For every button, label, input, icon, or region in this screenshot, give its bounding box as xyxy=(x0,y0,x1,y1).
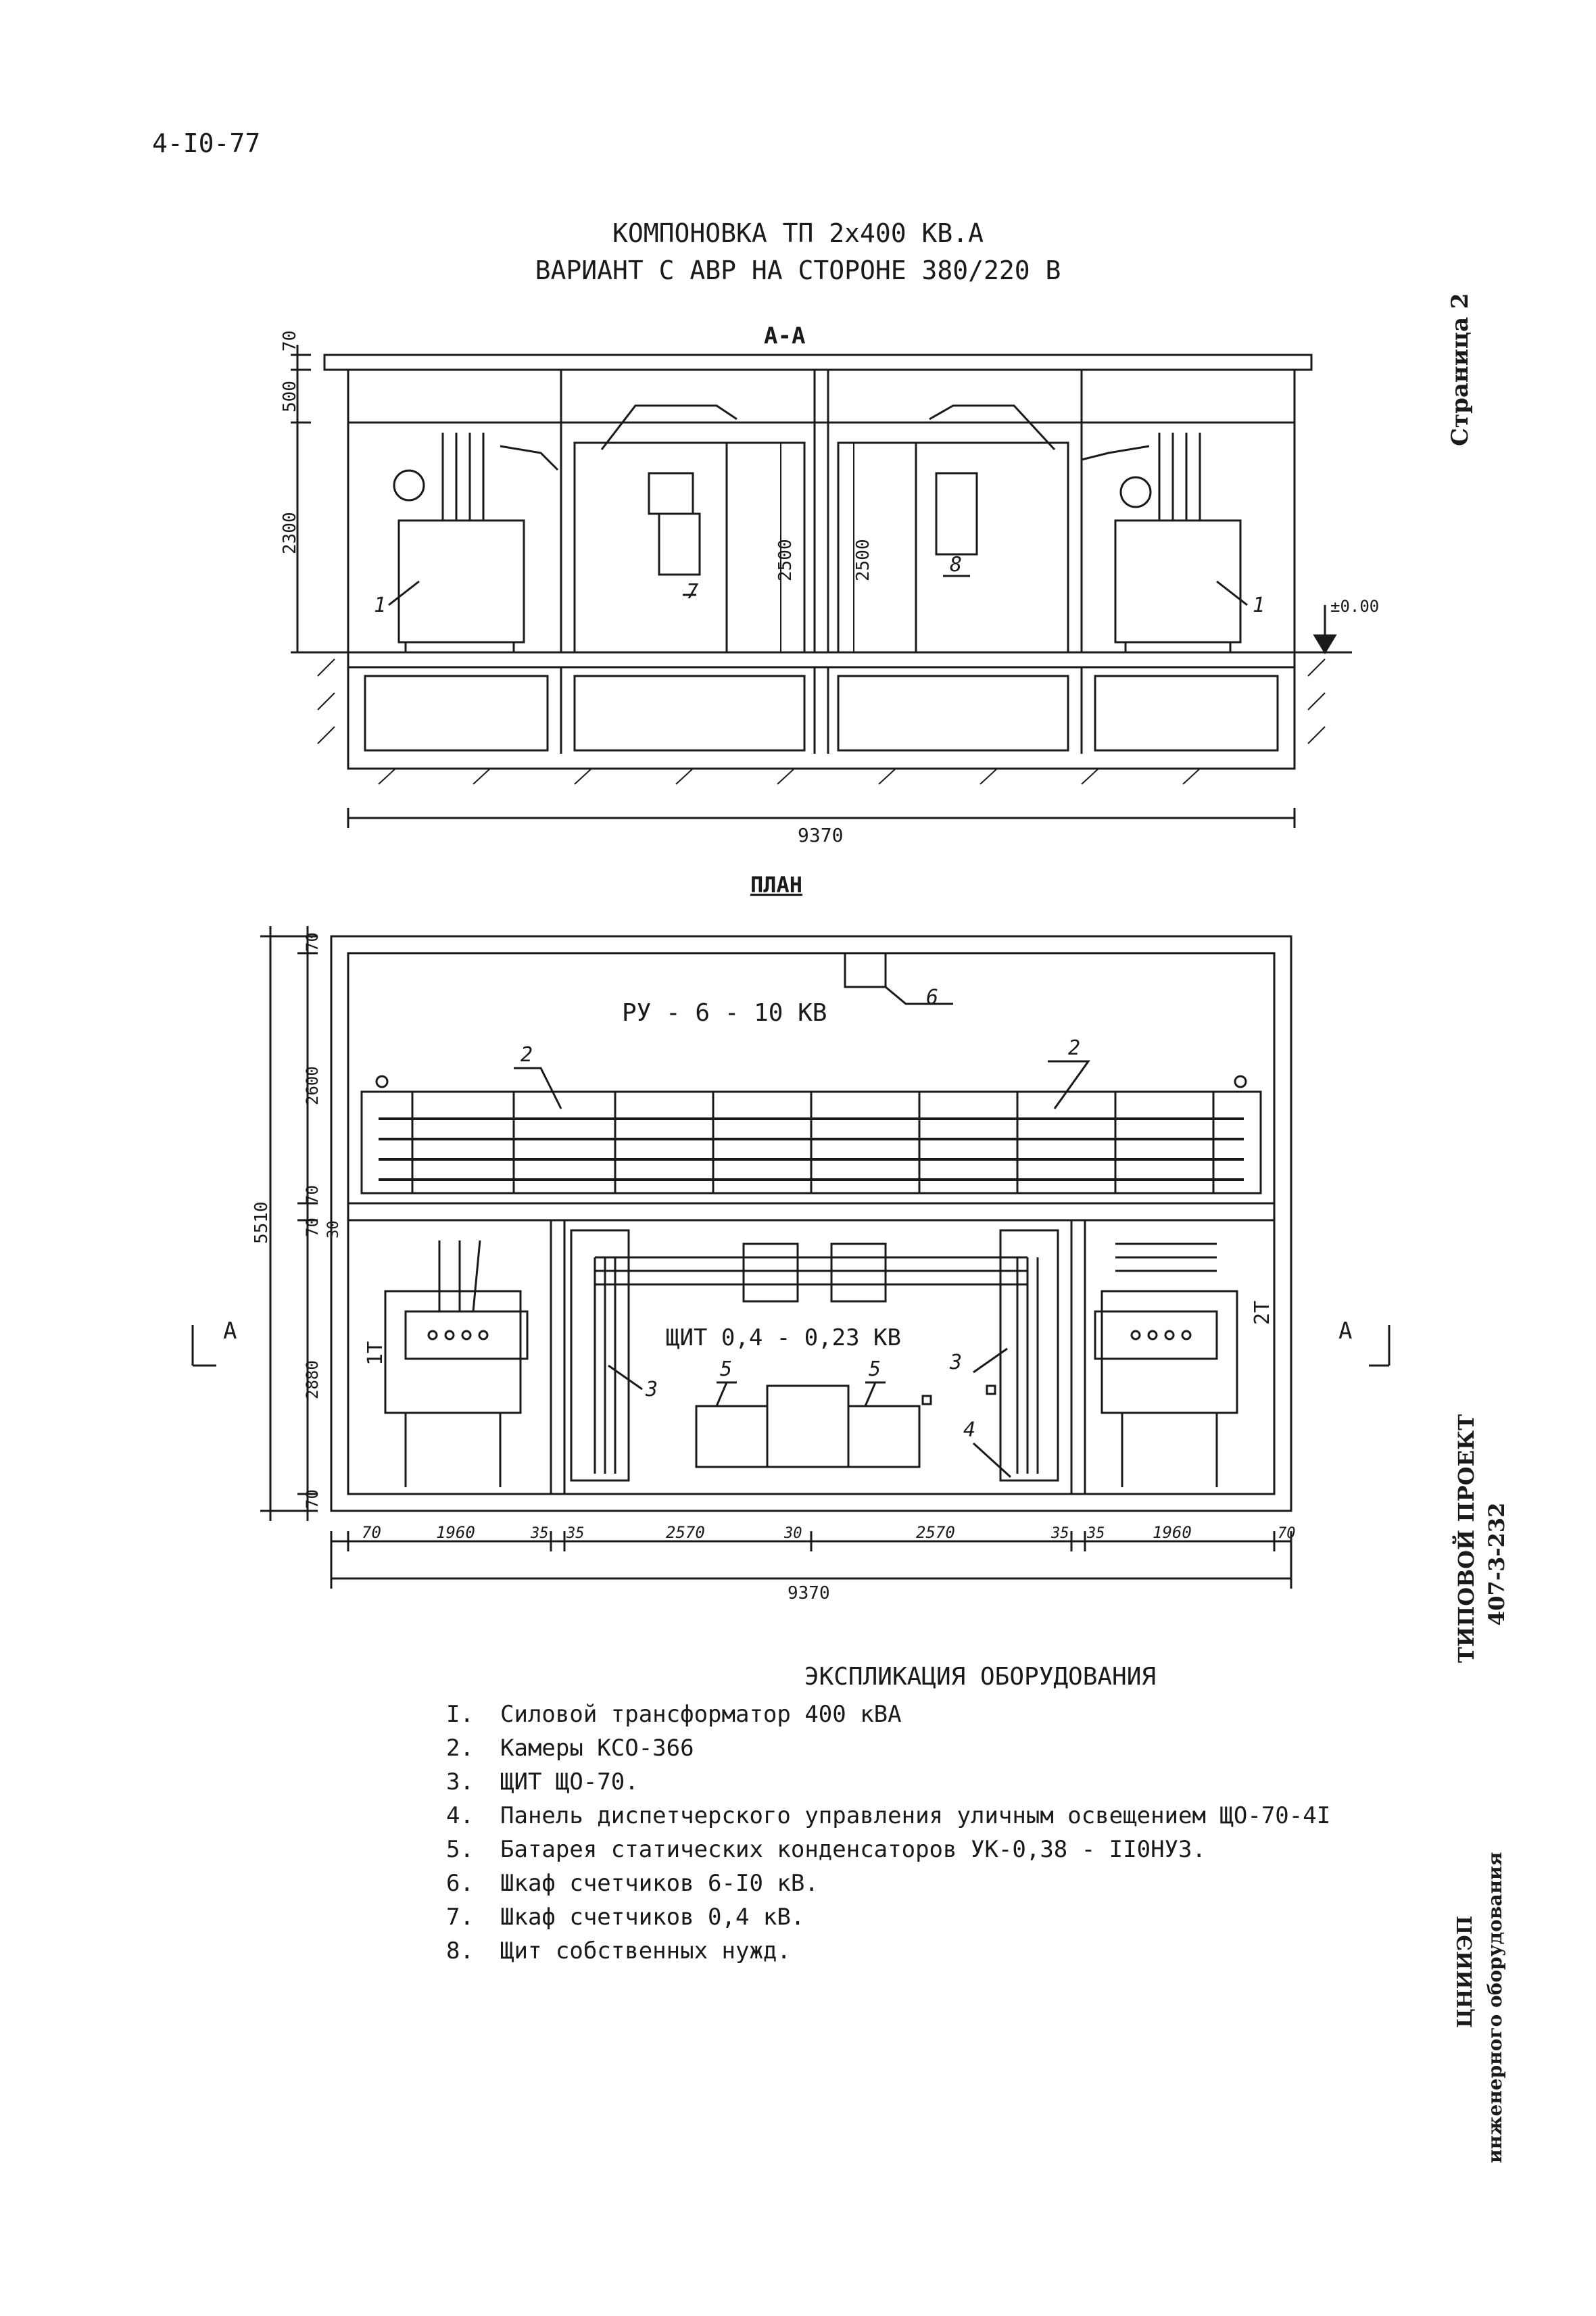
legend-item: 4.Панель диспетчерского управления уличн… xyxy=(446,1802,1331,1829)
plan-dim-total-height: 5510 xyxy=(251,1201,272,1244)
callout-plan-5b: 5 xyxy=(869,1357,881,1381)
cabinet-block-left xyxy=(573,404,806,654)
cabinet-block-right xyxy=(837,404,1069,654)
callout-section-1a: 1 xyxy=(374,594,386,617)
plan-dim-h3: 35 xyxy=(530,1525,549,1542)
plan-dim-h6: 30 xyxy=(783,1525,802,1542)
drawing-subtitle: ВАРИАНТ С АВР НА СТОРОНЕ 380/220 В xyxy=(535,256,1061,285)
plan-dim-v7: 70 xyxy=(303,1489,322,1509)
section-marker-left: А xyxy=(223,1318,237,1345)
legend-item: 5.Батарея статических конденсаторов УК-0… xyxy=(446,1836,1206,1863)
plan-dim-v3: 70 xyxy=(303,1185,322,1205)
dim-width: 9370 xyxy=(798,824,843,846)
dim-cab1: 2500 xyxy=(775,539,796,581)
section-marker-right: А xyxy=(1338,1318,1352,1345)
transformer-left xyxy=(393,433,559,652)
capacitor-banks xyxy=(695,1384,921,1468)
dim-cab2: 2500 xyxy=(853,539,873,581)
plan-dim-h7: 2570 xyxy=(916,1523,955,1542)
legend-item: 3.ЩИТ ЩО-70. xyxy=(446,1768,639,1795)
section-drawing: А-А xyxy=(280,322,1379,846)
plan-dim-v2: 2600 xyxy=(303,1066,322,1105)
plan-dim-v5: 30 xyxy=(325,1221,342,1239)
level-mark: ±0.00 xyxy=(1330,597,1379,616)
legend-item: 7.Шкаф счетчиков 0,4 кВ. xyxy=(446,1904,805,1931)
transformer-right xyxy=(1081,433,1242,652)
legend-item: I.Силовой трансформатор 400 кВА xyxy=(446,1701,902,1728)
transformer-plan-right xyxy=(1094,1243,1238,1487)
plan-dim-h4: 35 xyxy=(566,1525,585,1542)
legend-item: 6.Шкаф счетчиков 6-I0 кВ. xyxy=(446,1870,819,1897)
upper-zone xyxy=(347,368,1296,424)
plan-dim-v6: 2880 xyxy=(303,1360,322,1399)
callout-plan-2a: 2 xyxy=(521,1043,533,1067)
plan-dim-v1: 70 xyxy=(303,932,322,952)
floor-slab xyxy=(347,651,1296,669)
drawing-title: КОМПОНОВКА ТП 2х400 КВ.А xyxy=(612,218,984,248)
callout-plan-2b: 2 xyxy=(1068,1036,1080,1060)
dim-height: 2300 xyxy=(280,512,300,554)
dim-top: 70 xyxy=(280,331,300,352)
dim-upper: 500 xyxy=(280,381,300,412)
plan-label: ПЛАН xyxy=(750,872,802,898)
callout-plan-6: 6 xyxy=(926,986,938,1009)
plan-dim-h1: 70 xyxy=(362,1523,381,1542)
equipment-legend: ЭКСПЛИКАЦИЯ ОБОРУДОВАНИЯ I.Силовой транс… xyxy=(446,1663,1460,1968)
room-lv: ЩИТ 0,4 - 0,23 КВ xyxy=(666,1324,901,1351)
transformer-label-left: 1Т xyxy=(364,1341,387,1366)
org-subtitle: инженерного оборудования xyxy=(1484,1852,1506,2163)
lv-panels xyxy=(570,1229,1059,1482)
plan-dim-h9: 35 xyxy=(1086,1525,1105,1542)
plan-dim-h2: 1960 xyxy=(436,1523,475,1542)
legend-item: 8.Щит собственных нужд. xyxy=(446,1937,791,1964)
callout-plan-5a: 5 xyxy=(720,1357,732,1381)
switchgear-row xyxy=(360,1075,1262,1195)
plan-dim-h5: 2570 xyxy=(666,1523,705,1542)
plan-outer-wall xyxy=(330,935,1292,1512)
callout-section-1b: 1 xyxy=(1253,594,1265,617)
callout-plan-4: 4 xyxy=(963,1418,975,1442)
legend-title: ЭКСПЛИКАЦИЯ ОБОРУДОВАНИЯ xyxy=(804,1663,1157,1691)
section-label: А-А xyxy=(764,322,805,349)
transformer-plan-left xyxy=(384,1240,529,1487)
roof-slab xyxy=(323,354,1313,371)
sheet-code: 4-I0-77 xyxy=(152,128,261,158)
main-room xyxy=(347,421,1296,654)
plan-drawing: ПЛАН РУ - 6 - 10 КВ 6 2 2 1Т xyxy=(191,872,1391,1603)
callout-plan-3b: 3 xyxy=(949,1351,962,1374)
callout-plan-3a: 3 xyxy=(645,1378,658,1401)
room-hv: РУ - 6 - 10 КВ xyxy=(622,999,827,1027)
transformer-label-right: 2Т xyxy=(1251,1301,1274,1325)
plan-dim-h10: 1960 xyxy=(1153,1523,1192,1542)
legend-item: 2.Камеры КСО-366 xyxy=(446,1735,694,1762)
callout-section-8: 8 xyxy=(950,553,962,577)
plan-dim-v4: 70 xyxy=(303,1217,322,1237)
plan-dim-h11: 70 xyxy=(1278,1525,1296,1542)
cable-basement xyxy=(347,666,1296,770)
ground-hatch xyxy=(317,658,1326,785)
callout-section-7: 7 xyxy=(686,580,698,604)
plan-dim-h8: 35 xyxy=(1050,1525,1069,1542)
plan-dim-total-width: 9370 xyxy=(788,1583,830,1603)
